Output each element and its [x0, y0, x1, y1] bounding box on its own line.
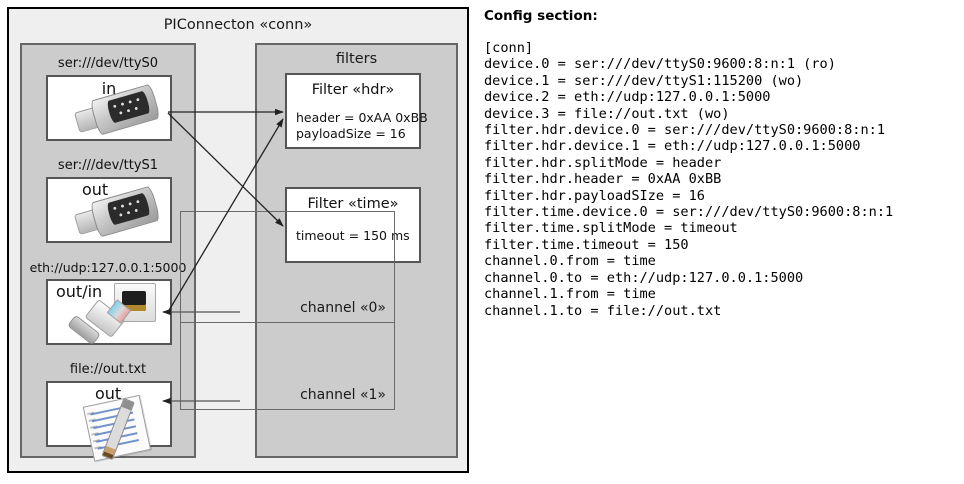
channel-box-1: channel «1» [180, 322, 395, 410]
config-line: device.2 = eth://udp:127.0.0.1:5000 [484, 89, 771, 106]
device-direction-ttyS0: in [101, 79, 117, 98]
devices-group: ser:///dev/ttyS0 in ser:///dev/ttyS1 out [20, 43, 196, 462]
config-line: device.1 = ser:///dev/ttyS1:115200 (wo) [484, 72, 804, 89]
device-label-ttyS1: ser:///dev/ttyS1 [57, 158, 159, 173]
channel-label-1: channel «1» [300, 387, 386, 403]
device-label-file: file://out.txt [69, 362, 147, 377]
config-line: channel.1.from = time [484, 286, 656, 303]
config-line: channel.1.to = file://out.txt [484, 302, 722, 319]
filter-card-hdr[interactable]: Filter «hdr» header = 0xAA 0xBB payloadS… [285, 73, 428, 149]
config-line: filter.time.device.0 = ser:///dev/ttyS0:… [484, 204, 894, 221]
filters-group: filters Filter «hdr» header = 0xAA 0xBB … [180, 43, 458, 458]
channel-box-0: channel «0» [180, 211, 395, 323]
config-line: filter.hdr.device.1 = eth://udp:127.0.0.… [484, 138, 861, 155]
config-section-title: Config section: [484, 8, 598, 24]
device-label-ttyS0: ser:///dev/ttyS0 [57, 56, 159, 71]
text-file-icon [82, 392, 164, 463]
config-line: channel.0.from = time [484, 253, 656, 270]
config-line: filter.time.splitMode = timeout [484, 220, 738, 237]
device-card-eth[interactable]: out/in [46, 279, 172, 346]
config-line: device.0 = ser:///dev/ttyS0:9600:8:n:1 (… [484, 56, 836, 73]
config-section: Config section: [conn]device.0 = ser:///… [482, 0, 964, 484]
filters-title: filters [335, 51, 378, 67]
piconnector-outer-box: PIConnecton «conn» ser:///dev/ttyS0 in s… [7, 7, 469, 473]
filter-title-hdr: Filter «hdr» [311, 82, 395, 98]
device-label-eth: eth://udp:127.0.0.1:5000 [29, 260, 187, 275]
ethernet-icon [66, 283, 162, 349]
device-direction-eth: out/in [56, 282, 103, 301]
config-line: filter.hdr.splitMode = header [484, 154, 722, 171]
page-title: PIConnecton «conn» [163, 17, 313, 33]
config-lines-list: [conn]device.0 = ser:///dev/ttyS0:9600:8… [484, 40, 893, 319]
device-card-ttyS0[interactable]: in [46, 75, 172, 141]
config-line: [conn] [484, 40, 534, 56]
device-card-file[interactable]: out [46, 381, 172, 462]
serial-port-icon [72, 82, 163, 147]
filter-prop-header: header = 0xAA 0xBB [296, 110, 428, 125]
config-line: filter.hdr.header = 0xAA 0xBB [484, 171, 722, 188]
filter-title-time: Filter «time» [307, 196, 399, 212]
filter-prop-payloadsize: payloadSize = 16 [296, 126, 406, 141]
config-line: filter.hdr.device.0 = ser:///dev/ttyS0:9… [484, 122, 886, 139]
device-card-ttyS1[interactable]: out [46, 177, 172, 243]
channel-label-0: channel «0» [300, 300, 386, 316]
device-direction-ttyS1: out [82, 180, 109, 199]
filter-prop-timeout: timeout = 150 ms [296, 228, 410, 243]
connection-diagram: PIConnecton «conn» ser:///dev/ttyS0 in s… [0, 0, 478, 484]
device-direction-file: out [95, 384, 122, 403]
config-line: filter.time.timeout = 150 [484, 236, 689, 253]
filter-card-time[interactable]: Filter «time» timeout = 150 ms [285, 187, 421, 263]
config-line: filter.hdr.payloadSIze = 16 [484, 187, 705, 204]
config-line: device.3 = file://out.txt (wo) [484, 105, 730, 122]
config-line: channel.0.to = eth://udp:127.0.0.1:5000 [484, 269, 804, 286]
